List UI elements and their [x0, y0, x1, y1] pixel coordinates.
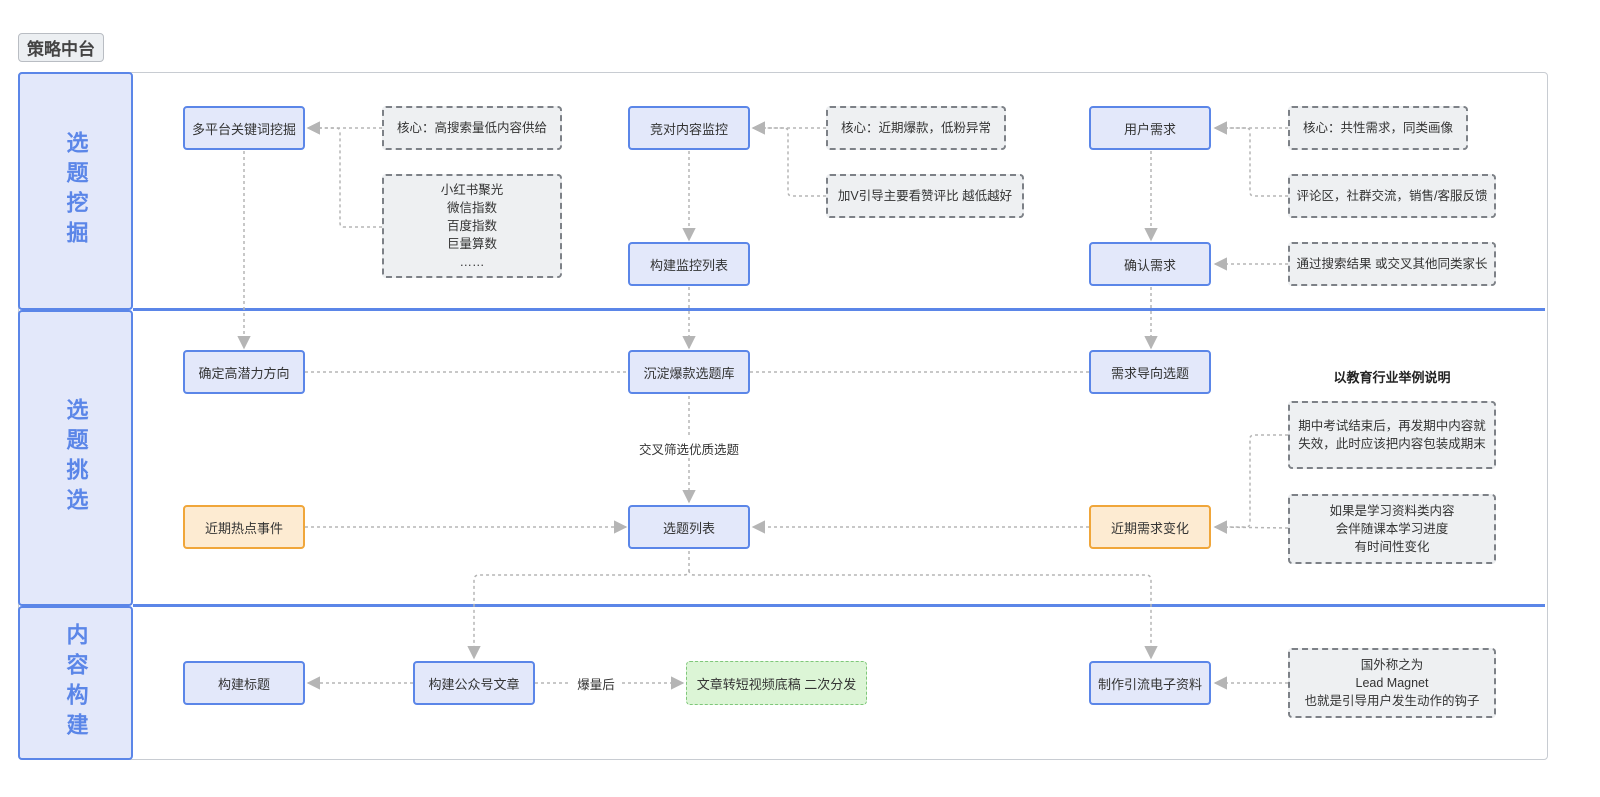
- competitor-core-note: 核心：近期爆款，低粉异常: [826, 106, 1006, 150]
- edu-example-note-2: 如果是学习资料类内容 会伴随课本学习进度 有时间性变化: [1288, 494, 1496, 564]
- demand-change-node: 近期需求变化: [1089, 505, 1211, 549]
- connector: [306, 121, 382, 228]
- lane-label: 选题挖掘: [63, 131, 89, 251]
- connector: [1213, 520, 1289, 534]
- connector: [1213, 121, 1288, 197]
- lane-divider: [133, 604, 1545, 607]
- keyword-core-note: 核心：高搜索量低内容供给: [382, 106, 562, 150]
- competitor-monitor-node: 竞对内容监控: [628, 106, 750, 150]
- topic-list-node: 选题列表: [628, 505, 750, 549]
- high-potential-node: 确定高潜力方向: [183, 350, 305, 394]
- video-script-node: 文章转短视频底稿 二次分发: [686, 661, 867, 705]
- build-monitor-list-node: 构建监控列表: [628, 242, 750, 286]
- lane-label: 选题挑选: [63, 398, 89, 518]
- lane-divider: [133, 308, 1545, 311]
- connector: [751, 121, 826, 197]
- lead-material-node: 制作引流电子资料: [1089, 661, 1211, 705]
- hot-events-node: 近期热点事件: [183, 505, 305, 549]
- lane-header-topic-mining: 选题挖掘: [18, 72, 133, 310]
- lane-label: 内容构建: [63, 623, 89, 743]
- build-article-node: 构建公众号文章: [413, 661, 535, 705]
- page-title: 策略中台: [18, 33, 104, 62]
- demand-core-note: 核心：共性需求，同类画像: [1288, 106, 1468, 150]
- keyword-mining-node: 多平台关键词挖掘: [183, 106, 305, 150]
- lead-magnet-note: 国外称之为 Lead Magnet 也就是引导用户发生动作的钩子: [1288, 648, 1496, 718]
- lane-header-content-building: 内容构建: [18, 606, 133, 760]
- keyword-tools-note: 小红书聚光 微信指数 百度指数 巨量算数 ……: [382, 174, 562, 278]
- after-hit-label: 爆量后: [577, 677, 615, 692]
- build-headline-node: 构建标题: [183, 661, 305, 705]
- edu-example-note-1: 期中考试结束后，再发期中内容就 失效，此时应该把内容包装成期末: [1288, 401, 1496, 469]
- cross-filter-label: 交叉筛选优质选题: [638, 442, 739, 457]
- connector: [688, 569, 1158, 660]
- hit-topic-library-node: 沉淀爆款选题库: [628, 350, 750, 394]
- user-demand-node: 用户需求: [1089, 106, 1211, 150]
- edu-example-title: 以教育行业举例说明: [1333, 369, 1451, 385]
- confirm-demand-node: 确认需求: [1089, 242, 1211, 286]
- connector: [1213, 434, 1288, 534]
- lane-header-topic-selection: 选题挑选: [18, 310, 133, 606]
- competitor-ratio-note: 加V引导主要看赞评比 越低越好: [826, 174, 1024, 218]
- demand-sources-note: 评论区，社群交流，销售/客服反馈: [1288, 174, 1496, 218]
- confirm-method-note: 通过搜索结果 或交叉其他同类家长: [1288, 242, 1496, 286]
- connector: [467, 551, 690, 660]
- demand-topic-node: 需求导向选题: [1089, 350, 1211, 394]
